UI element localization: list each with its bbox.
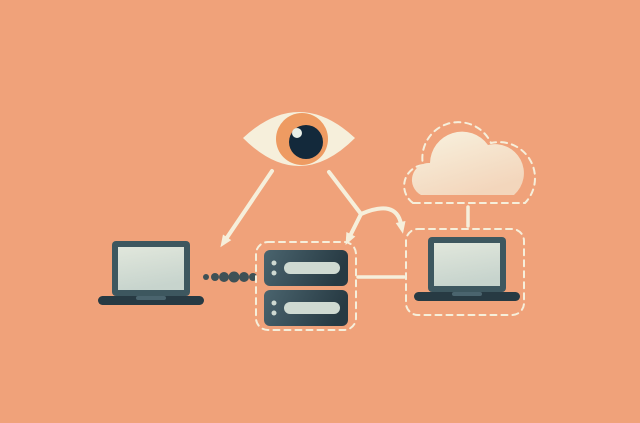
laptop-base bbox=[98, 296, 204, 305]
server-icon bbox=[255, 241, 357, 331]
link-bead bbox=[211, 273, 219, 281]
laptop-base-notch bbox=[136, 296, 166, 300]
arrow-eye-to-left-laptop bbox=[220, 169, 274, 248]
laptop-screen bbox=[434, 243, 500, 286]
arrow-eye-stem bbox=[327, 170, 363, 216]
link-bead bbox=[239, 272, 249, 282]
laptop-base bbox=[414, 292, 520, 301]
eye-highlight bbox=[292, 128, 302, 138]
laptop-left-icon bbox=[98, 241, 204, 305]
cloud-icon bbox=[403, 121, 536, 204]
laptop-screen bbox=[118, 247, 184, 290]
link-bead bbox=[219, 272, 229, 282]
cloud-shape bbox=[411, 131, 524, 195]
laptop-right-icon bbox=[405, 228, 525, 316]
link-bead bbox=[228, 271, 240, 283]
surveillance-arrows bbox=[220, 169, 406, 248]
server-drive-slot bbox=[284, 262, 340, 274]
server-drive-slot bbox=[284, 302, 340, 314]
laptop-right-dashed-outline bbox=[405, 228, 525, 316]
server-dashed-outline bbox=[255, 241, 357, 331]
server-led bbox=[271, 260, 277, 266]
cloud-dashed-outline bbox=[403, 121, 536, 204]
eye-icon bbox=[243, 112, 355, 166]
arrow-eye-to-server bbox=[345, 212, 363, 245]
server-led bbox=[271, 300, 277, 306]
laptop-base-notch bbox=[452, 292, 482, 296]
server-led bbox=[271, 270, 277, 276]
arrow-eye-to-right-laptop bbox=[359, 206, 406, 234]
link-bead bbox=[203, 274, 209, 280]
server-led bbox=[271, 310, 277, 316]
